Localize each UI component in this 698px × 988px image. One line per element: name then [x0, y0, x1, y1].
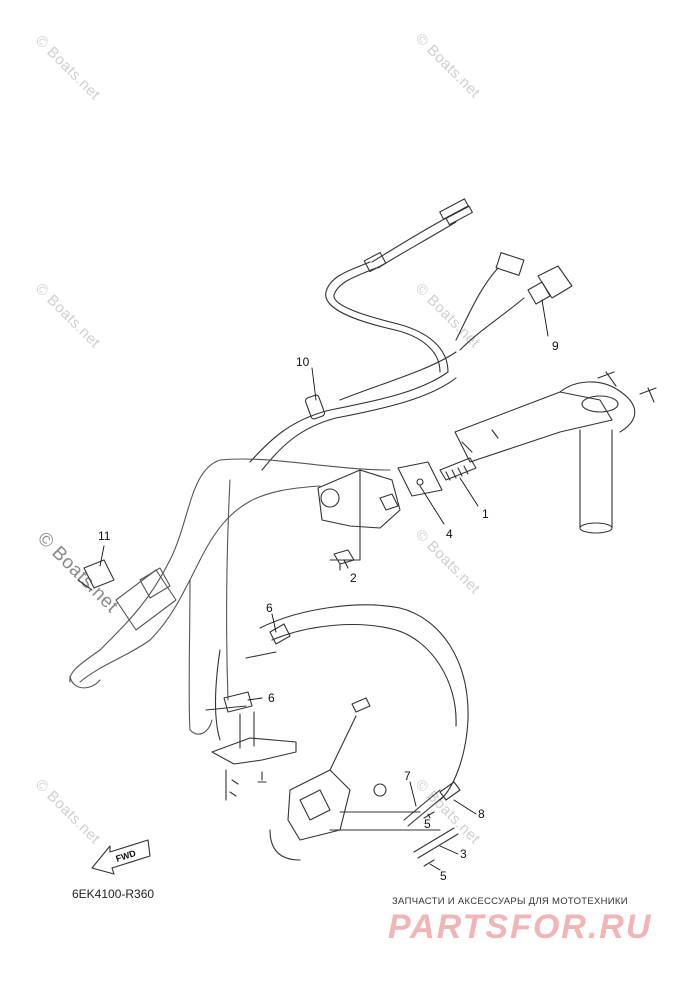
bolt-1: [439, 457, 477, 481]
callout-7: 7: [404, 769, 411, 783]
callout-2: 2: [350, 571, 357, 585]
joint-8: [439, 781, 461, 801]
plate-hole: [416, 478, 424, 486]
ad-tagline: ЗАПЧАСТИ И АКСЕССУАРЫ ДЛЯ МОТОТЕХНИКИ: [392, 896, 628, 907]
callout-1: 1: [482, 507, 489, 521]
cable: [333, 267, 449, 373]
plate-3: [397, 461, 443, 497]
tiller-bracket: [317, 469, 401, 561]
callout-9: 9: [552, 339, 559, 353]
callout-5: 5: [424, 817, 431, 831]
pin-5: [423, 859, 435, 867]
callout-11: 11: [98, 529, 111, 543]
fwd-arrow: [91, 839, 151, 875]
harness: [339, 351, 457, 401]
cable: [455, 267, 499, 341]
callout-10: 10: [296, 355, 310, 369]
ad-logo[interactable]: PARTSFOR.RU: [388, 908, 653, 946]
cable: [377, 221, 457, 269]
rod-7: [403, 789, 445, 827]
cable: [214, 649, 221, 741]
callout-4: 3: [460, 847, 467, 861]
nut-2: [333, 549, 355, 571]
connector: [495, 252, 525, 276]
callout-6: 6: [268, 691, 275, 705]
throttle-assembly: [269, 697, 441, 861]
cable-plug: [439, 198, 473, 226]
leader-lines: [99, 299, 549, 871]
harness: [261, 377, 457, 471]
rod-4: [413, 827, 459, 859]
mount-bracket: [211, 711, 297, 801]
callout-3: 4: [446, 527, 453, 541]
callout-8: 8: [478, 807, 485, 821]
clamp-10: [304, 394, 326, 420]
cable: [371, 215, 451, 263]
clip-6: [205, 691, 253, 713]
callouts: 10 9 1 4 2 6 6 7 8 5 3 5 11 FWD: [98, 339, 559, 883]
callout-6: 6: [266, 601, 273, 615]
clip-6: [245, 623, 291, 659]
cable-joint: [363, 251, 387, 273]
cable: [325, 261, 441, 373]
harness: [249, 371, 449, 463]
sensor-9: [459, 265, 573, 351]
cable: [271, 624, 457, 727]
diagram-code: 6EK4100-R360: [72, 887, 155, 901]
tiller-handle: [69, 458, 391, 735]
cable: [259, 604, 469, 801]
callout-5: 5: [440, 869, 447, 883]
switch-11: [77, 559, 115, 591]
tiller-arm: [454, 371, 657, 534]
